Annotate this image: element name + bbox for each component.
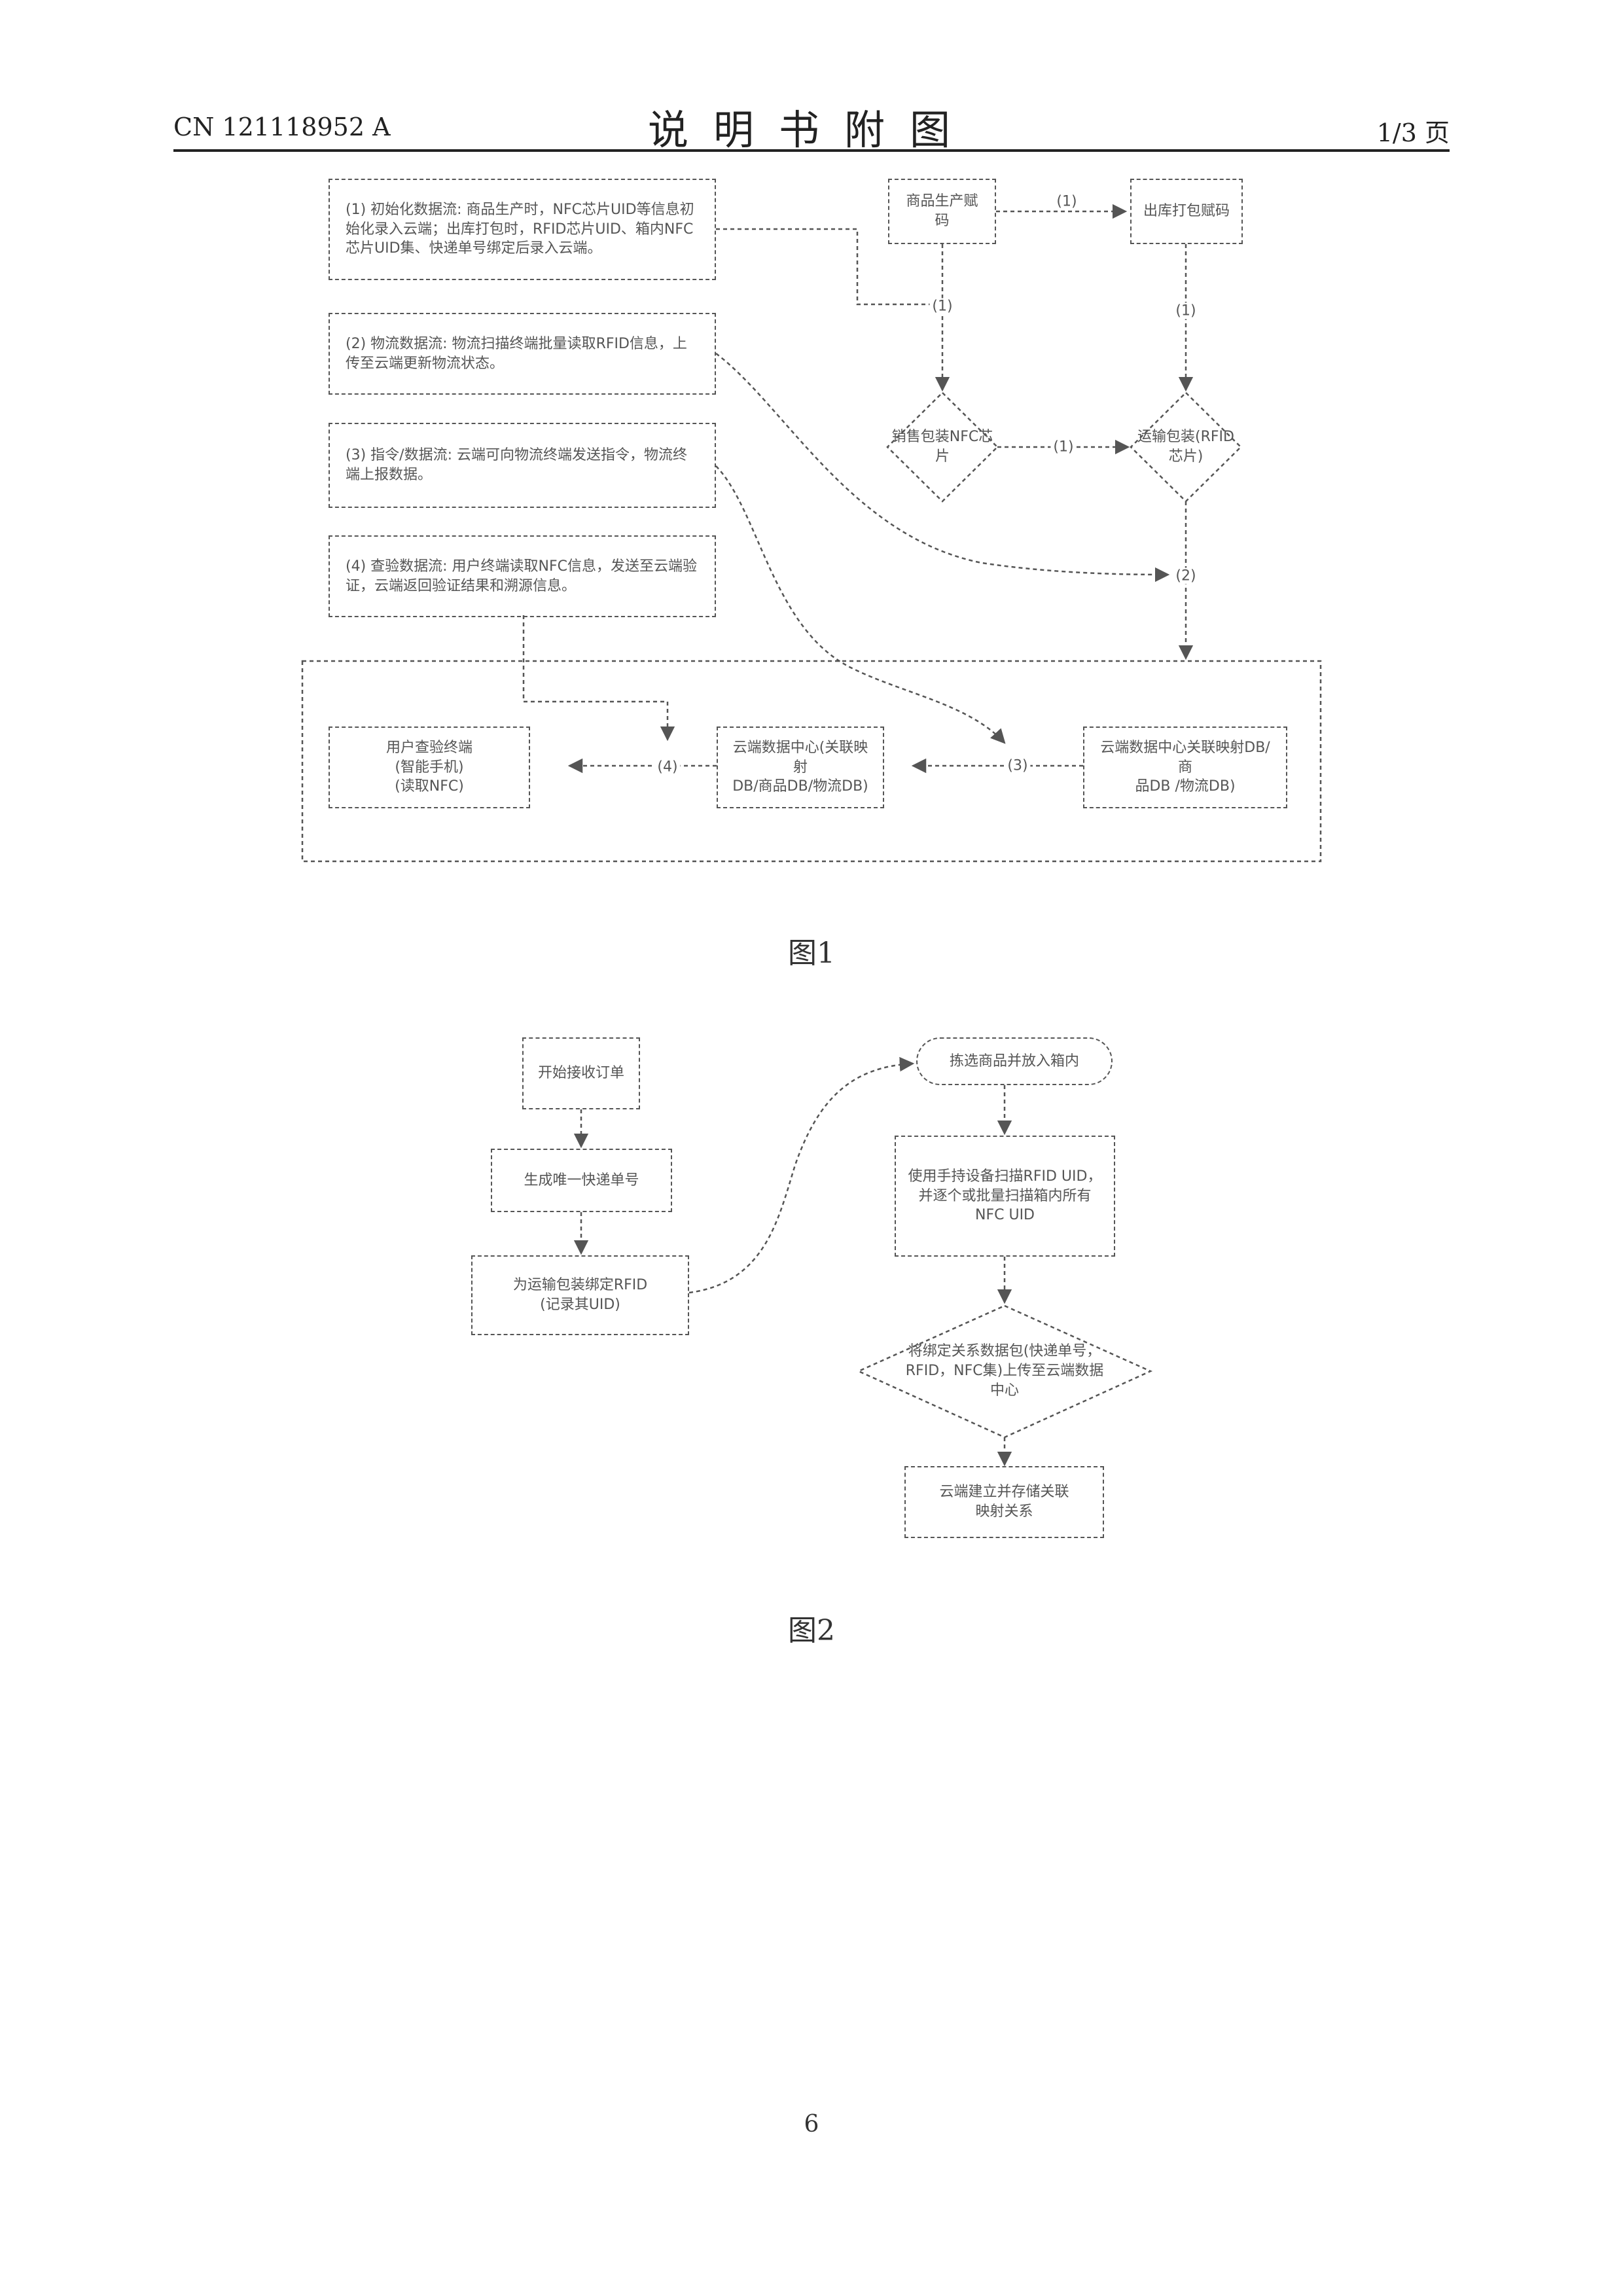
transport-pkg-label: 运输包装(RFID芯片) [1131, 419, 1241, 475]
cloud-center-node: 云端数据中心(关联映射DB/商品DB/物流DB) [717, 726, 884, 808]
sales-pkg-label: 销售包装NFC芯片 [887, 419, 997, 475]
production-node: 商品生产赋码 [888, 179, 996, 244]
step-upload-label: 将绑定关系数据包(快递单号，RFID，NFC集)上传至云端数据中心 [903, 1335, 1106, 1407]
edge-label-1a: (1) [1054, 194, 1079, 210]
outbound-node: 出库打包赋码 [1130, 179, 1243, 244]
step-pick: 拣选商品并放入箱内 [916, 1037, 1113, 1085]
figure2-caption: 图2 [788, 1607, 835, 1649]
edge-label-1b: (1) [929, 298, 955, 315]
edge-label-2: (2) [1173, 568, 1198, 584]
figure1-caption: 图1 [788, 929, 835, 971]
edge-label-1c: (1) [1173, 303, 1198, 319]
flow-description-1: (1) 初始化数据流: 商品生产时，NFC芯片UID等信息初始化录入云端；出库打… [329, 179, 716, 280]
user-terminal-node: 用户查验终端(智能手机)(读取NFC) [329, 726, 530, 808]
step-bind-rfid: 为运输包装绑定RFID(记录其UID) [471, 1255, 689, 1335]
edge-label-1d: (1) [1050, 439, 1076, 456]
edge-flow3-curve [716, 466, 1005, 743]
flow-description-3: (3) 指令/数据流: 云端可向物流终端发送指令，物流终端上报数据。 [329, 423, 716, 508]
step-store: 云端建立并存储关联映射关系 [904, 1466, 1104, 1538]
edge-label-4: (4) [654, 759, 680, 776]
edge-flow4 [524, 615, 668, 740]
page-number: 6 [804, 2111, 819, 2138]
edge-bind-pick [689, 1064, 913, 1293]
step-gen-id: 生成唯一快递单号 [491, 1149, 672, 1212]
flow-description-4: (4) 查验数据流: 用户终端读取NFC信息，发送至云端验证，云端返回验证结果和… [329, 535, 716, 617]
flow-description-2: (2) 物流数据流: 物流扫描终端批量读取RFID信息，上传至云端更新物流状态。 [329, 313, 716, 395]
cloud-db-node: 云端数据中心关联映射DB/商品DB /物流DB) [1083, 726, 1287, 808]
edge-label-3: (3) [1005, 758, 1030, 774]
step-scan: 使用手持设备扫描RFID UID，并逐个或批量扫描箱内所有NFC UID [895, 1136, 1115, 1257]
step-start: 开始接收订单 [522, 1037, 640, 1109]
